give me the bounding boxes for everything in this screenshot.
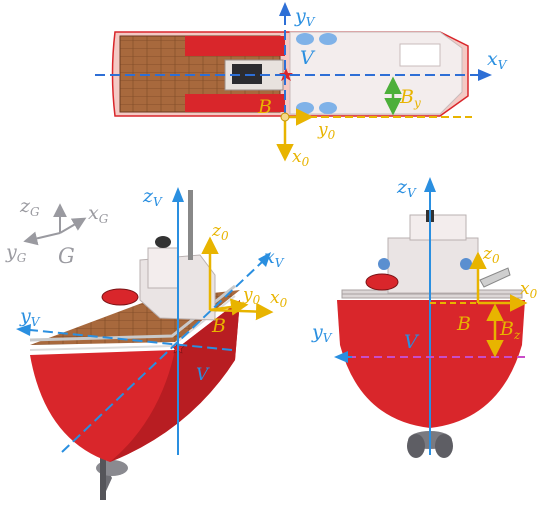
right-z0-label: z0 bbox=[482, 244, 500, 266]
left-z0-label: z0 bbox=[211, 221, 229, 243]
top-by-label: By bbox=[399, 86, 421, 110]
left-xv-arrowhead bbox=[258, 252, 271, 267]
top-x0-label: x0 bbox=[292, 147, 310, 169]
g-y-axis bbox=[23, 231, 61, 246]
right-b-label: B bbox=[456, 313, 471, 335]
top-yv-label: yV bbox=[294, 5, 316, 29]
perspective-ship bbox=[29, 190, 240, 500]
top-v-label: V bbox=[300, 47, 316, 69]
top-view: yV xV V B By y0 x0 bbox=[95, 2, 508, 169]
right-zv-arrowhead bbox=[424, 177, 436, 192]
left-v-label: V bbox=[196, 365, 210, 385]
right-zv-label: zV bbox=[396, 176, 417, 200]
left-yv-axis bbox=[29, 329, 233, 351]
right-x0-label: x0 bbox=[520, 279, 538, 301]
left-b-label: B bbox=[211, 315, 226, 337]
left-zv-arrowhead bbox=[172, 187, 184, 202]
top-y0-label: y0 bbox=[317, 120, 336, 142]
left-xv-label: xV bbox=[264, 246, 285, 270]
left-x0-axis bbox=[209, 302, 274, 321]
left-zv-label: zV bbox=[142, 185, 163, 209]
left-xv-axis bbox=[61, 261, 263, 453]
right-yv-label: yV bbox=[311, 321, 333, 345]
top-b-point bbox=[280, 112, 290, 122]
right-yv-arrowhead bbox=[334, 351, 348, 363]
g-zg-label: zG bbox=[19, 195, 40, 219]
g-x-axis bbox=[59, 217, 87, 234]
global-frame: zG xG yG G bbox=[5, 195, 109, 268]
top-xv-arrowhead bbox=[478, 69, 492, 81]
front-view: zV z0 x0 yV B Bz V bbox=[311, 176, 538, 458]
left-yv-arrowhead bbox=[16, 324, 31, 336]
left-y0-label: y0 bbox=[242, 285, 261, 307]
top-yv-arrowhead bbox=[279, 2, 291, 16]
right-v-label: V bbox=[404, 331, 420, 353]
perspective-view: zV xV yV z0 y0 x0 B V bbox=[16, 185, 288, 500]
top-xv-label: xV bbox=[487, 48, 508, 72]
top-b-label: B bbox=[257, 96, 272, 118]
g-yg-label: yG bbox=[5, 241, 27, 265]
g-xg-label: xG bbox=[88, 202, 109, 226]
left-x0-label: x0 bbox=[270, 288, 288, 310]
left-yv-label: yV bbox=[19, 305, 41, 329]
g-origin-label: G bbox=[58, 244, 75, 268]
right-bz-label: Bz bbox=[499, 318, 521, 342]
